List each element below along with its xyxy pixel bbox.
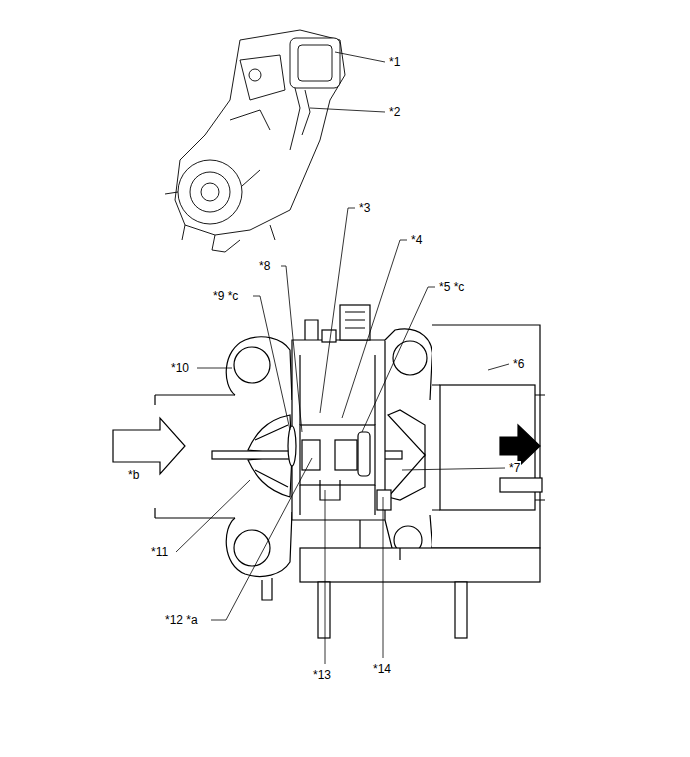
callout-number: *14	[372, 662, 392, 676]
callout-number: *7	[508, 461, 521, 475]
callout-number: *5 *c	[438, 280, 465, 294]
callout-number: *10	[170, 361, 190, 375]
leader-lines	[176, 52, 509, 664]
callout-number: *8	[258, 259, 271, 273]
callout-number: *13	[312, 668, 332, 682]
callout-number: *2	[388, 105, 401, 119]
callout-number: *12 *a	[164, 613, 199, 627]
callout-number: *3	[358, 201, 371, 215]
callout-number: *6	[512, 357, 525, 371]
turbocharger-sketch	[165, 30, 345, 252]
callout-number: *b	[127, 468, 140, 482]
callout-number: *4	[410, 233, 423, 247]
callout-number: *9 *c	[212, 289, 239, 303]
callout-number: *1	[388, 55, 401, 69]
callout-number: *11	[150, 545, 169, 559]
intake-arrow	[113, 418, 185, 474]
turbocharger-cross-section	[155, 305, 545, 638]
